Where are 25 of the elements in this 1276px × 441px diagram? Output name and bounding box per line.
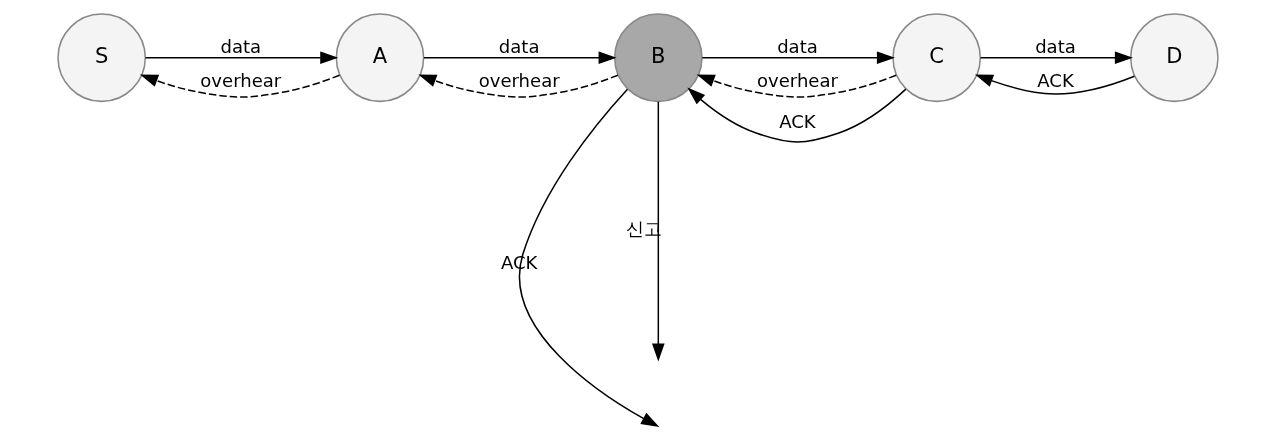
arrow <box>418 74 619 98</box>
node-circle: S <box>57 13 147 103</box>
edge-label: data <box>220 35 262 57</box>
node-circle: B <box>613 13 703 103</box>
node-circle: C <box>892 13 981 103</box>
arrow <box>701 51 895 65</box>
edge-label: overhear <box>200 70 282 92</box>
edge-label: overhear <box>757 70 838 92</box>
arrow <box>140 74 341 98</box>
arrow <box>423 51 617 65</box>
arrow <box>652 101 665 362</box>
arrow <box>144 51 339 65</box>
edge-label: data <box>498 35 540 57</box>
arrow <box>518 88 660 427</box>
edge-label: ACK <box>779 110 816 132</box>
edge-label: overhear <box>478 70 560 92</box>
arrow <box>975 74 1136 95</box>
node-circle: A <box>335 13 425 103</box>
node-circle: D <box>1129 13 1219 103</box>
arrow <box>979 51 1133 65</box>
arrow <box>687 87 907 143</box>
edge-label: data <box>777 35 818 57</box>
edge-label: ACK <box>1037 70 1074 92</box>
edge-label: data <box>1035 35 1076 57</box>
arrow <box>696 74 897 98</box>
